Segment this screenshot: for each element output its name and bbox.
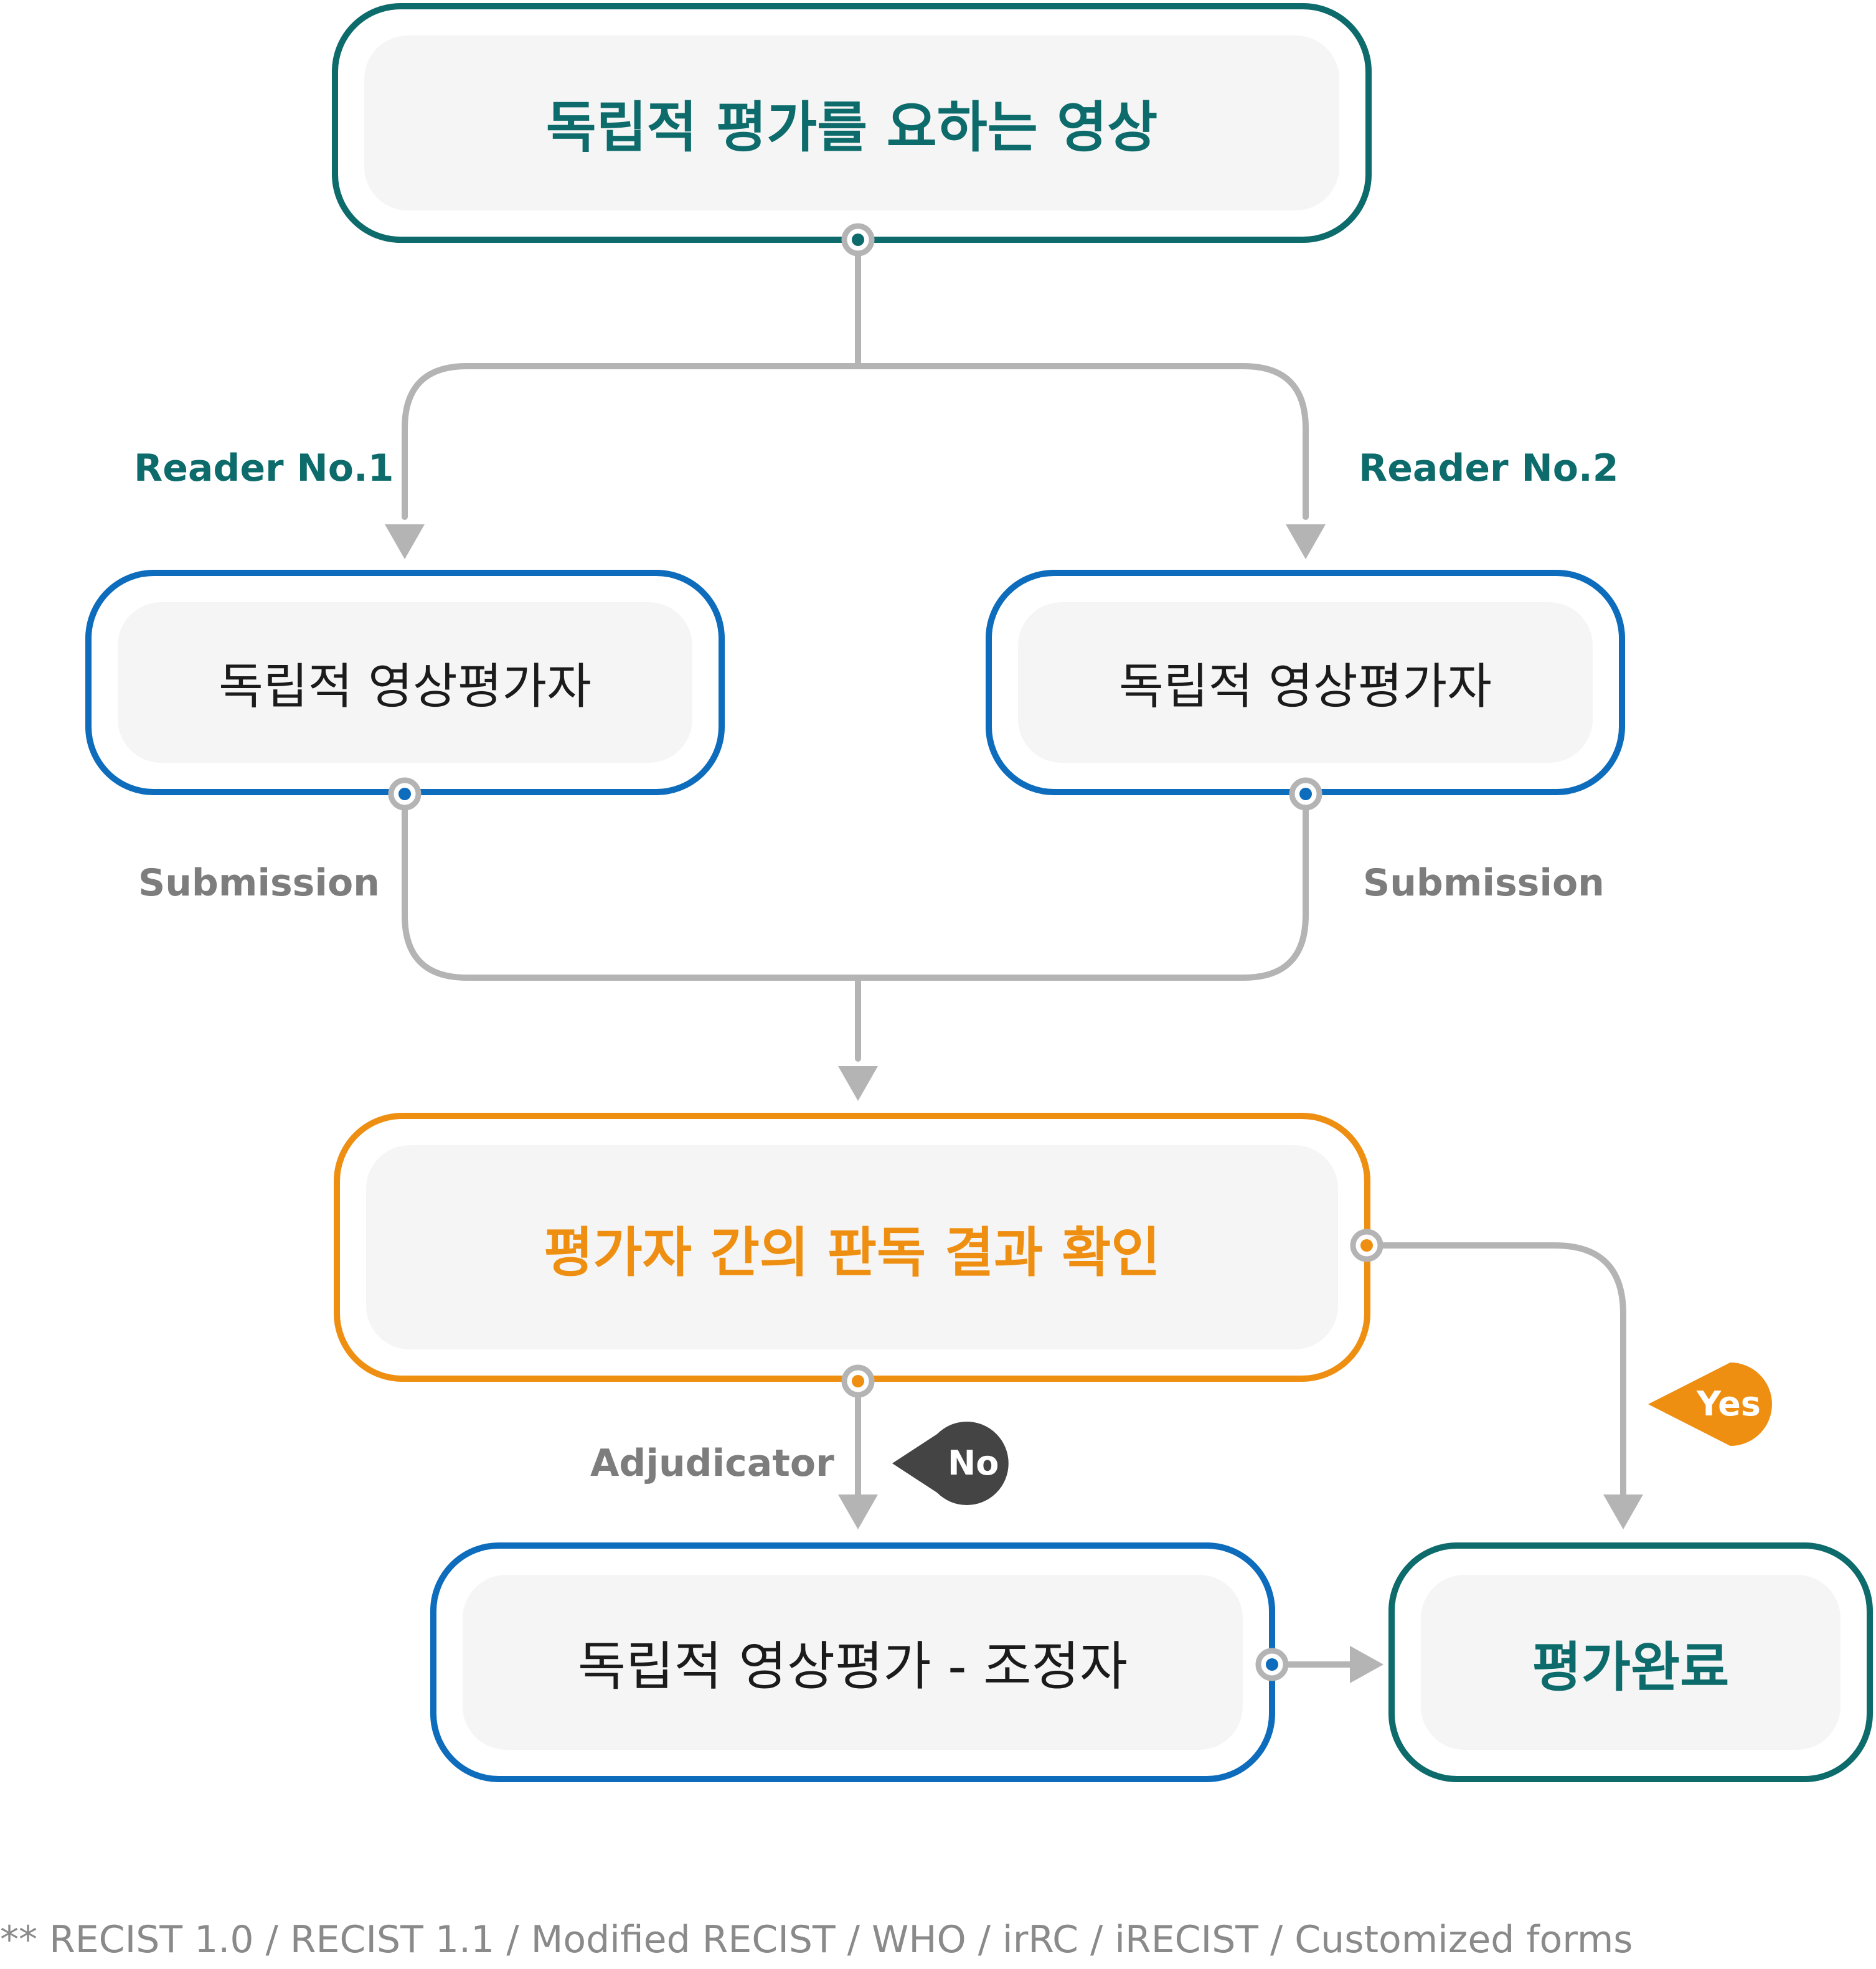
compare-node-label: 평가자 간의 판독 결과 확인: [544, 1221, 1161, 1284]
arrowhead-reader1: [385, 524, 425, 559]
compare-node: 평가자 간의 판독 결과 확인: [334, 1113, 1370, 1382]
reader2-node: 독립적 영상평가자: [986, 570, 1625, 795]
arrowhead-compare: [838, 1066, 878, 1101]
submission-right-label: Submission: [1363, 861, 1605, 905]
source-node-inner: 독립적 평가를 요하는 영상: [364, 35, 1339, 210]
adjudicator-node-inner: 독립적 영상평가 - 조정자: [463, 1575, 1243, 1750]
adjudicator-node: 독립적 영상평가 - 조정자: [430, 1542, 1275, 1782]
yes-badge-label: Yes: [1697, 1384, 1761, 1424]
complete-node-label: 평가완료: [1532, 1636, 1730, 1699]
connector-to-reader1: [402, 363, 861, 520]
adjudicator-label: Adjudicator: [590, 1442, 834, 1485]
connector-reader1-submission: [402, 791, 1309, 981]
reader1-label: Reader No.1: [134, 446, 394, 490]
footnote: ** RECIST 1.0 / RECIST 1.1 / Modified RE…: [0, 1918, 1633, 1962]
reader1-node: 독립적 영상평가자: [85, 570, 725, 795]
adjudicator-node-label: 독립적 영상평가 - 조정자: [577, 1636, 1128, 1697]
reader2-node-label: 독립적 영상평가자: [1119, 659, 1492, 715]
arrowhead-adjudicator: [838, 1494, 878, 1529]
reader1-node-label: 독립적 영상평가자: [219, 659, 592, 715]
connector-to-reader2: [855, 363, 1309, 520]
reader2-label: Reader No.2: [1359, 446, 1619, 490]
compare-node-inner: 평가자 간의 판독 결과 확인: [366, 1145, 1338, 1349]
reader1-node-inner: 독립적 영상평가자: [118, 602, 692, 763]
no-badge: [892, 1422, 1009, 1505]
arrowhead-complete: [1603, 1494, 1643, 1529]
reader2-node-inner: 독립적 영상평가자: [1018, 602, 1593, 763]
arrowhead-reader2: [1286, 524, 1326, 559]
source-node: 독립적 평가를 요하는 영상: [332, 3, 1372, 243]
connector-compare-complete: [1364, 1242, 1626, 1498]
no-badge-label: No: [948, 1443, 999, 1483]
submission-left-label: Submission: [138, 861, 380, 905]
arrowhead-adj-complete: [1350, 1646, 1383, 1683]
yes-badge: [1648, 1362, 1772, 1446]
complete-node-inner: 평가완료: [1421, 1575, 1841, 1750]
source-node-label: 독립적 평가를 요하는 영상: [545, 95, 1158, 159]
complete-node: 평가완료: [1388, 1542, 1873, 1782]
